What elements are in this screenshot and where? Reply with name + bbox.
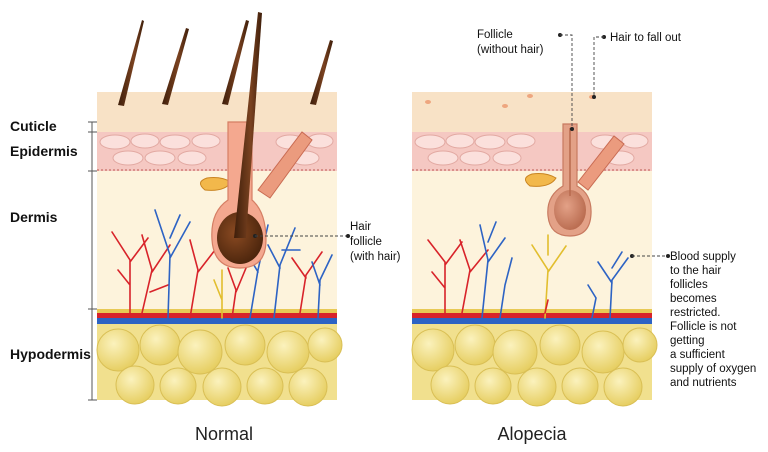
layer-bracket [88, 121, 97, 401]
hair-strands [118, 20, 333, 106]
hair-fall-out-label: Hair to fall out [610, 32, 682, 44]
dermis-label: Dermis [10, 209, 58, 225]
vein [97, 318, 337, 324]
hair-follicle-normal [211, 12, 267, 269]
arrector-muscle [577, 135, 625, 191]
alopecia-skin-panel [411, 92, 658, 407]
hypodermis-label: Hypodermis [10, 346, 91, 362]
hair-follicle-label: Hair follicle (with hair) [350, 217, 401, 263]
epidermis-label: Epidermis [10, 143, 78, 159]
normal-skin-panel [96, 12, 343, 407]
cuticle-layer [412, 92, 652, 132]
arrector-muscle [257, 131, 313, 199]
blood-supply-note: Blood supply to the hair follicles becom… [670, 247, 761, 389]
capillaries [427, 221, 629, 319]
fat-cells [96, 324, 343, 407]
dermis-layer [412, 171, 652, 309]
cuticle-layer [97, 92, 337, 132]
sebaceous-gland [200, 177, 232, 191]
normal-caption: Normal [195, 424, 253, 444]
artery [412, 313, 652, 318]
follicle-without-hair-label: Follicle (without hair) [477, 25, 544, 56]
cuticle-label: Cuticle [10, 118, 57, 134]
capillaries [111, 209, 333, 319]
alopecia-caption: Alopecia [497, 424, 567, 444]
hair-follicle-empty [547, 123, 592, 237]
artery [97, 313, 337, 318]
vein [412, 318, 652, 324]
fat-cells [411, 324, 658, 407]
sebaceous-gland [525, 173, 557, 187]
